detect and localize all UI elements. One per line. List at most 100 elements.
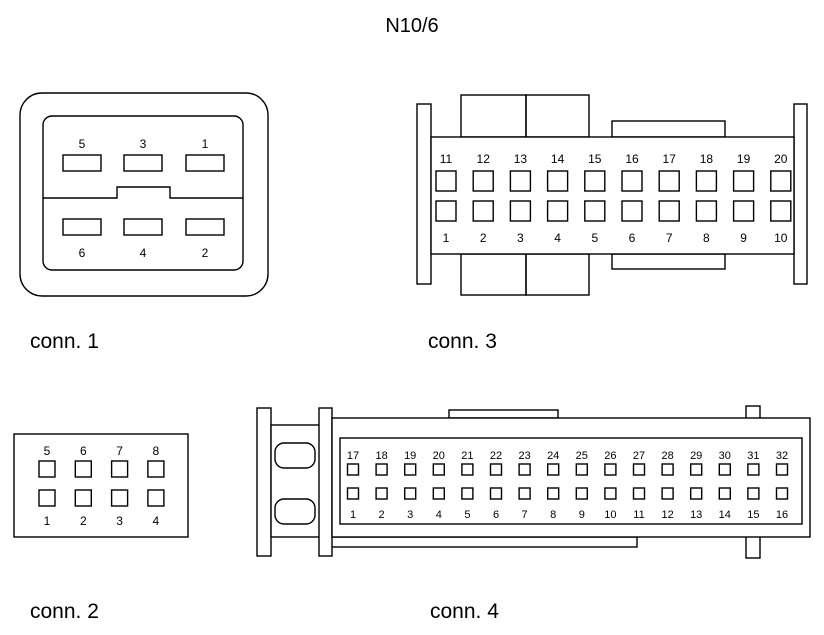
connector-3-top-latch-right <box>525 94 590 138</box>
conn1-pin-label-4: 4 <box>140 246 147 260</box>
conn3-pin-label-4: 4 <box>554 231 561 245</box>
conn2-pin-cavity-6 <box>74 460 93 478</box>
conn4-pin-cavity-15 <box>747 487 760 500</box>
conn4-pin-cavity-2 <box>375 487 388 500</box>
conn4-pin-cavity-32 <box>775 463 789 476</box>
conn4-pin-cavity-16 <box>775 487 789 500</box>
conn1-pin-cavity-6 <box>62 218 102 236</box>
conn4-pin-cavity-4 <box>432 487 445 500</box>
conn2-pin-label-1: 1 <box>44 514 51 528</box>
connector-4-latch-lower <box>274 498 316 525</box>
conn4-pin-label-10: 10 <box>604 509 616 521</box>
conn4-pin-label-14: 14 <box>719 509 731 521</box>
conn4-pin-label-32: 32 <box>776 450 788 462</box>
conn4-pin-label-7: 7 <box>522 509 528 521</box>
connector-1-caption: conn. 1 <box>30 330 99 353</box>
conn2-pin-label-5: 5 <box>44 444 51 458</box>
conn4-pin-cavity-1 <box>346 487 360 500</box>
conn2-pin-label-3: 3 <box>116 514 123 528</box>
conn3-pin-label-17: 17 <box>663 152 677 166</box>
conn3-pin-cavity-12 <box>472 170 494 192</box>
connector-3-right-rail <box>793 103 808 285</box>
conn2-pin-label-2: 2 <box>80 514 87 528</box>
conn3-pin-label-9: 9 <box>740 231 747 245</box>
conn3-pin-cavity-19 <box>732 170 755 192</box>
conn4-pin-label-31: 31 <box>747 450 759 462</box>
conn3-pin-label-11: 11 <box>440 152 453 166</box>
connector-4-caption: conn. 4 <box>430 600 499 623</box>
connector-4-left-outer-rail <box>256 407 272 557</box>
conn4-pin-label-28: 28 <box>661 450 673 462</box>
conn2-pin-cavity-4 <box>147 489 165 507</box>
conn2-pin-label-4: 4 <box>153 514 160 528</box>
connector-1-inner-face <box>42 115 244 271</box>
conn4-pin-cavity-28 <box>661 463 674 476</box>
conn4-pin-label-21: 21 <box>461 450 473 462</box>
connector-3-bottom-latch-left <box>460 253 527 296</box>
conn4-pin-cavity-19 <box>404 463 417 476</box>
conn3-pin-cavity-7 <box>658 200 680 222</box>
conn4-pin-cavity-8 <box>547 487 560 500</box>
conn4-pin-cavity-7 <box>518 487 531 500</box>
conn4-pin-label-17: 17 <box>347 450 359 462</box>
connector-4-pin-field <box>339 437 803 525</box>
conn3-pin-label-20: 20 <box>774 152 788 166</box>
connector-4-body <box>331 417 811 538</box>
conn4-pin-label-6: 6 <box>493 509 499 521</box>
conn1-pin-label-2: 2 <box>202 246 209 260</box>
conn2-pin-cavity-7 <box>110 460 129 478</box>
conn4-pin-label-18: 18 <box>375 450 387 462</box>
conn2-pin-label-8: 8 <box>153 444 160 458</box>
conn1-pin-cavity-5 <box>62 154 102 172</box>
connector-4-bottom-tab <box>322 536 638 548</box>
conn3-pin-label-7: 7 <box>666 231 673 245</box>
conn4-pin-cavity-13 <box>690 487 703 500</box>
conn3-pin-cavity-3 <box>509 200 532 222</box>
conn3-pin-cavity-4 <box>546 200 569 222</box>
conn3-pin-label-14: 14 <box>551 152 565 166</box>
conn4-pin-label-29: 29 <box>690 450 702 462</box>
connector-4-left-inner-rail <box>318 407 333 557</box>
conn4-pin-label-9: 9 <box>579 509 585 521</box>
conn4-pin-cavity-26 <box>604 463 617 476</box>
conn1-pin-label-5: 5 <box>79 137 86 151</box>
connector-3-left-rail <box>416 103 432 285</box>
conn4-pin-label-13: 13 <box>690 509 702 521</box>
conn4-pin-cavity-25 <box>575 463 588 476</box>
conn3-pin-label-2: 2 <box>480 231 487 245</box>
conn3-pin-label-1: 1 <box>443 231 450 245</box>
conn4-pin-cavity-3 <box>404 487 417 500</box>
conn3-pin-cavity-20 <box>770 170 792 192</box>
connector-3-bottom-latch-right <box>525 253 590 296</box>
conn4-pin-cavity-27 <box>632 463 646 476</box>
conn2-pin-cavity-3 <box>110 489 129 507</box>
conn4-pin-cavity-10 <box>604 487 617 500</box>
conn3-pin-cavity-8 <box>695 200 718 222</box>
conn4-pin-label-23: 23 <box>518 450 530 462</box>
conn4-pin-label-19: 19 <box>404 450 416 462</box>
conn4-pin-cavity-24 <box>547 463 560 476</box>
conn3-pin-cavity-16 <box>621 170 643 192</box>
connector-2-housing <box>13 433 189 538</box>
conn4-pin-cavity-18 <box>375 463 388 476</box>
conn4-pin-label-26: 26 <box>604 450 616 462</box>
conn2-pin-cavity-5 <box>38 460 56 478</box>
conn3-pin-label-18: 18 <box>700 152 714 166</box>
conn2-pin-label-6: 6 <box>80 444 87 458</box>
connector-1-coding-divider <box>43 186 243 199</box>
conn4-pin-label-15: 15 <box>747 509 759 521</box>
conn4-pin-label-4: 4 <box>436 509 442 521</box>
connector-3-body <box>430 136 795 255</box>
conn3-pin-cavity-10 <box>770 200 792 222</box>
conn3-pin-cavity-13 <box>509 170 532 192</box>
conn4-pin-cavity-6 <box>489 487 503 500</box>
conn4-pin-cavity-23 <box>518 463 531 476</box>
conn3-pin-label-10: 10 <box>774 231 788 245</box>
conn4-pin-label-5: 5 <box>464 509 470 521</box>
